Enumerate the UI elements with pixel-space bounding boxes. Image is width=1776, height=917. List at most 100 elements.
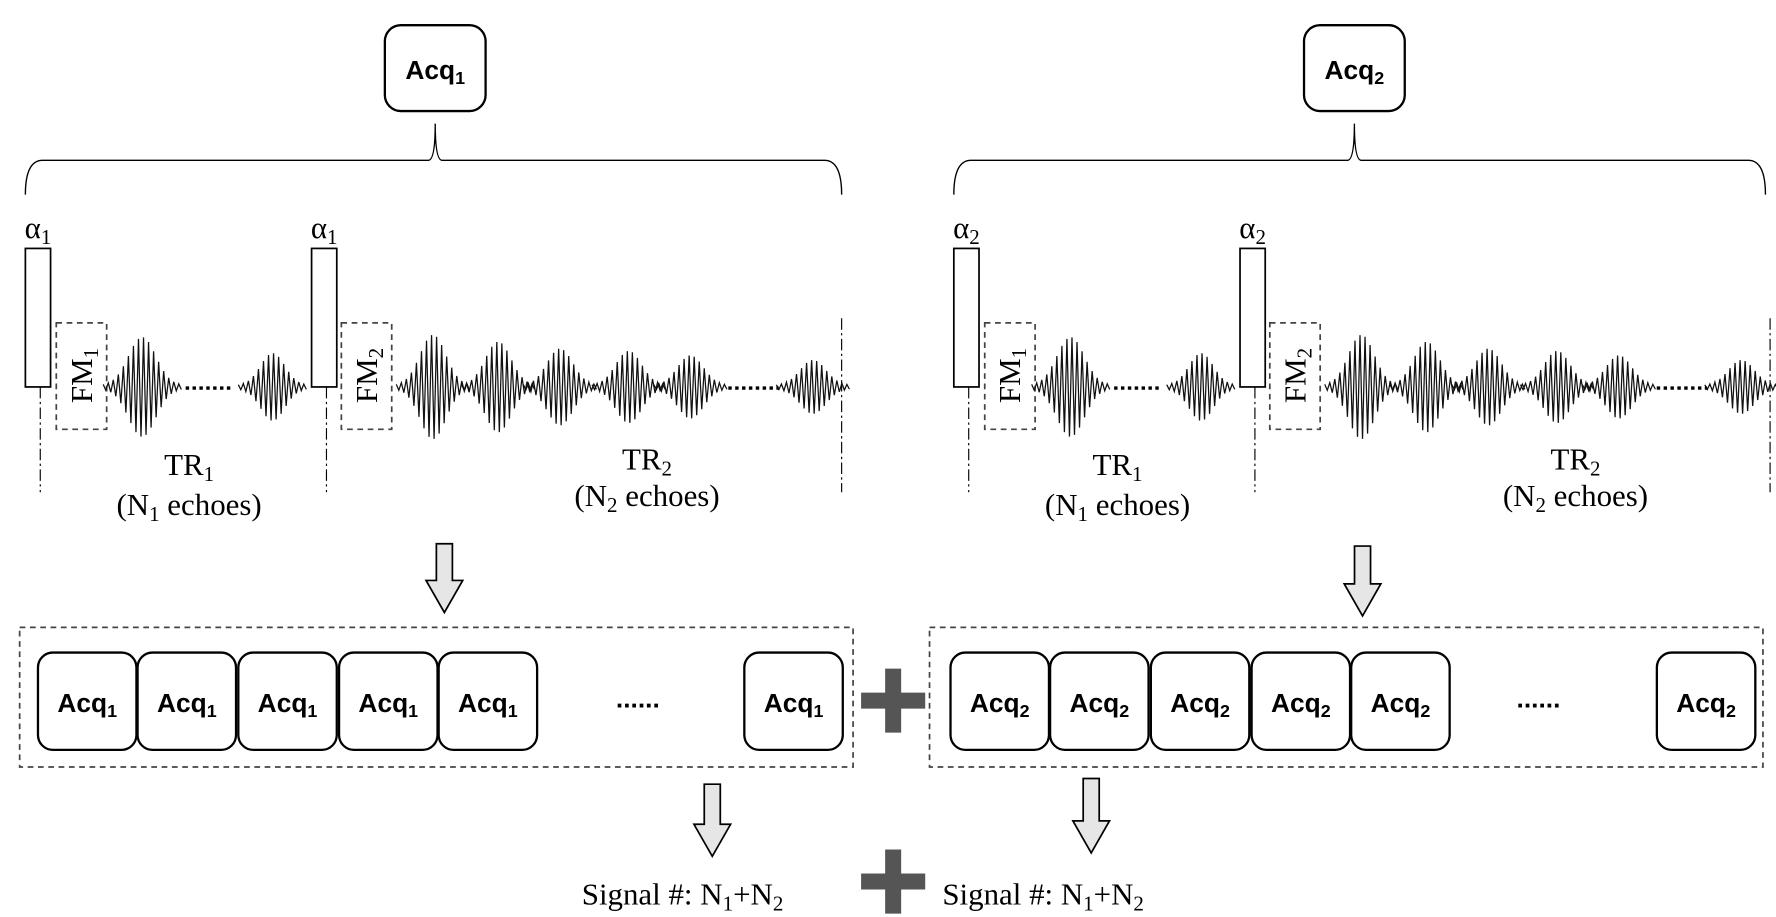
ellipsis: ...... — [1517, 683, 1561, 713]
text: FM — [349, 358, 384, 403]
acq-repeat-box — [1048, 651, 1150, 752]
subscript: 1 — [508, 701, 518, 721]
text: α — [311, 210, 327, 245]
text: FM — [64, 358, 99, 403]
acq-repeat-label: Acq2 — [1371, 688, 1431, 721]
subscript: 1 — [327, 225, 338, 249]
acq-repeat-label: Acq1 — [258, 688, 318, 721]
rf-pulse — [310, 247, 338, 388]
echo-wavelet — [1519, 351, 1595, 423]
flip-angle-label: α1 — [311, 210, 338, 249]
subscript: 1 — [149, 502, 160, 526]
curly-brace — [953, 123, 1767, 195]
plus-icon — [861, 668, 926, 733]
acq-repeat-label: Acq2 — [1069, 688, 1129, 721]
subscript: 2 — [1292, 348, 1316, 359]
subscript: 1 — [1083, 891, 1094, 915]
echo-wavelet — [775, 360, 850, 414]
subscript: 2 — [1119, 701, 1129, 721]
acq-repeat-box — [1149, 651, 1251, 752]
echo-wavelet — [653, 355, 728, 419]
subscript: 2 — [1220, 701, 1230, 721]
echo-wavelet — [1166, 353, 1236, 421]
echo-wavelet — [460, 341, 536, 433]
echo-count-label: (N1 echoes) — [1045, 487, 1190, 526]
subscript: 2 — [1374, 68, 1384, 88]
subscript: 1 — [1132, 462, 1143, 486]
text: Acq — [258, 688, 308, 718]
echo-count-label: (N2 echoes) — [1503, 478, 1648, 517]
text: Acq — [1170, 688, 1220, 718]
acq-repeat-label: Acq2 — [1676, 688, 1736, 721]
ellipsis: ...... — [616, 683, 660, 713]
repeated-acquisitions-group — [18, 626, 854, 768]
text: (N — [1503, 478, 1536, 513]
plus-icon — [861, 849, 926, 914]
acq-top-box — [383, 24, 487, 113]
text: (N — [1045, 487, 1078, 522]
curly-brace — [24, 123, 843, 195]
subscript: 2 — [1420, 701, 1430, 721]
text: echoes) — [618, 478, 720, 513]
fm-label: FM1 — [64, 348, 103, 403]
down-arrow-icon — [1342, 545, 1383, 618]
subscript: 2 — [1020, 701, 1030, 721]
acq-top-label: Acq2 — [1325, 55, 1385, 88]
text: TR — [1093, 447, 1133, 482]
subscript: 2 — [364, 348, 388, 359]
text: Acq — [1325, 55, 1375, 85]
acq-repeat-box — [949, 651, 1051, 752]
text: Acq — [358, 688, 408, 718]
rf-pulse — [1239, 247, 1267, 388]
tr-label: TR1 — [1093, 447, 1143, 486]
flip-angle-label: α1 — [25, 210, 52, 249]
subscript: 1 — [723, 891, 734, 915]
text: Acq — [1676, 688, 1726, 718]
acq-repeat-label: Acq2 — [970, 688, 1030, 721]
tr-label: TR2 — [622, 441, 672, 480]
flip-angle-label: α2 — [953, 210, 980, 249]
echo-wavelet — [1451, 348, 1526, 426]
subscript: 2 — [1535, 493, 1546, 517]
text: FM — [1277, 358, 1312, 403]
subscript: 1 — [307, 701, 317, 721]
acq-repeat-box — [437, 651, 539, 752]
echo-wavelet — [102, 337, 182, 437]
text: echoes) — [1546, 478, 1648, 513]
echo-wavelet — [591, 351, 666, 423]
acq-repeat-box — [237, 651, 338, 752]
text: Acq — [970, 688, 1020, 718]
subscript: 2 — [969, 225, 980, 249]
acq-repeat-box — [136, 651, 238, 752]
text: Acq — [458, 688, 508, 718]
text: Acq — [1271, 688, 1321, 718]
rf-pulse — [952, 247, 980, 388]
text: Signal #: N — [942, 876, 1083, 911]
subscript: 1 — [813, 701, 823, 721]
subscript: 1 — [408, 701, 418, 721]
acq-repeat-box — [1350, 651, 1451, 752]
subscript: 1 — [107, 701, 117, 721]
tr-label: TR1 — [164, 447, 214, 486]
signal-count-label: Signal #: N1+N2 — [942, 876, 1144, 915]
echo-wavelet — [1389, 341, 1464, 433]
text: FM — [992, 358, 1027, 403]
text: TR — [622, 441, 662, 476]
fm-block — [983, 321, 1036, 431]
down-arrow-icon — [1071, 777, 1112, 855]
echo-wavelet — [1581, 355, 1656, 419]
text: Acq — [764, 688, 814, 718]
text: α — [1239, 210, 1255, 245]
echo-wavelet — [1031, 337, 1111, 437]
subscript: 2 — [607, 493, 618, 517]
text: Acq — [57, 688, 107, 718]
fm-block — [340, 321, 393, 431]
subscript: 1 — [1007, 348, 1031, 359]
text: (N — [116, 487, 149, 522]
acq-top-box — [1302, 24, 1406, 113]
text: +N — [1094, 876, 1134, 911]
subscript: 2 — [1133, 891, 1144, 915]
signal-count-label: Signal #: N1+N2 — [582, 876, 784, 915]
